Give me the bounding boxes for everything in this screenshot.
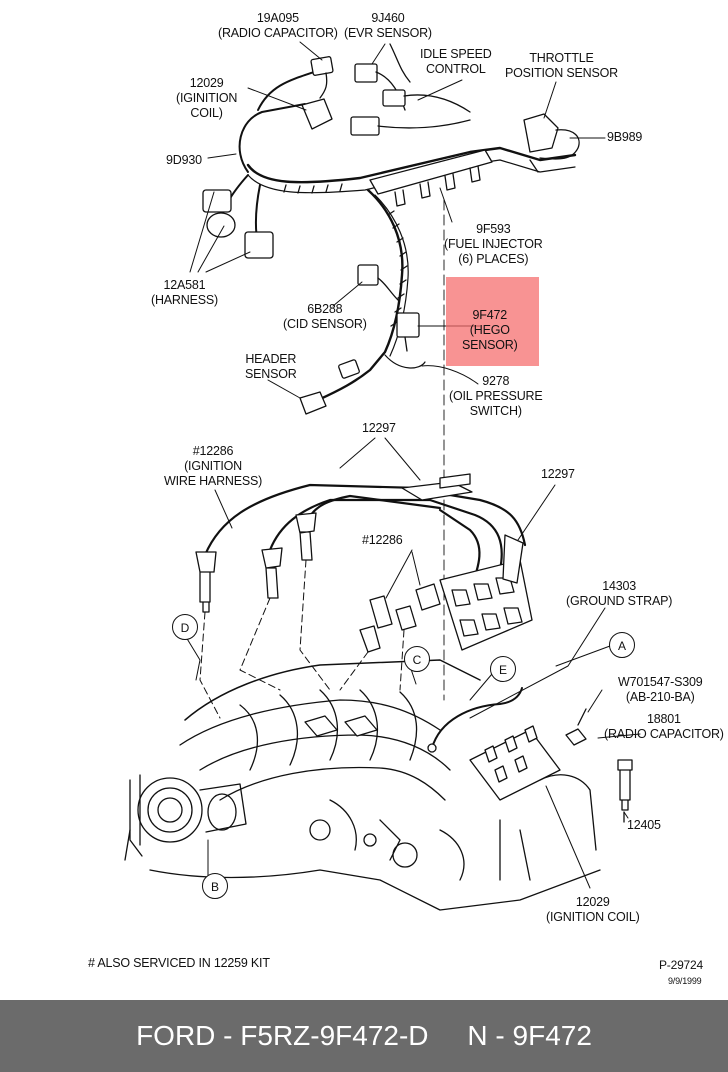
part-description: (GROUND STRAP) — [566, 594, 673, 608]
label-throttle-position-sensor: THROTTLE POSITION SENSOR — [505, 51, 618, 81]
label-w701547-bolt: W701547-S309 (AB-210-BA) — [618, 675, 703, 705]
part-number-footer: FORD - F5RZ-9F472-D N - 9F472 — [0, 1000, 728, 1072]
callout-c: C — [404, 646, 430, 672]
part-number: 18801 — [647, 712, 681, 726]
part-description: POSITION SENSOR — [505, 66, 618, 80]
part-description: (6) PLACES) — [458, 252, 529, 266]
label-ignition-coil-top: 12029 (IGINITION COIL) — [176, 76, 237, 121]
label-9b989: 9B989 — [607, 130, 643, 144]
label-oil-pressure-switch: 9278 (OIL PRESSURE SWITCH) — [449, 374, 543, 419]
part-description: WIRE HARNESS) — [164, 474, 263, 488]
figure-date: 9/9/1999 — [668, 976, 702, 986]
mid-leader-lines — [214, 437, 556, 599]
part-number: 12029 — [575, 895, 610, 909]
part-description: (CID SENSOR) — [283, 317, 367, 331]
label-12a581-harness: 12A581 (HARNESS) — [151, 278, 218, 308]
part-number: 12029 — [189, 76, 224, 90]
label-evr-sensor: 9J460 (EVR SENSOR) — [344, 11, 432, 41]
part-number: W701547-S309 — [618, 675, 703, 689]
part-description: (RADIO CAPACITOR) — [604, 727, 724, 741]
label-ignition-wire-harness: #12286 (IGNITION WIRE HARNESS) — [164, 444, 262, 489]
part-description: SENSOR — [245, 367, 297, 381]
part-description: COIL) — [190, 106, 223, 120]
label-fuel-injector: 9F593 (FUEL INJECTOR (6) PLACES) — [444, 222, 543, 267]
part-number: 12A581 — [163, 278, 206, 292]
part-number: 9J460 — [371, 11, 405, 25]
part-number: 14303 — [602, 579, 636, 593]
part-description: IDLE SPEED — [420, 47, 492, 61]
part-description: (IGINITION — [176, 91, 238, 105]
callout-b: B — [202, 873, 228, 899]
label-radio-capacitor-top: 19A095 (RADIO CAPACITOR) — [218, 11, 338, 41]
part-number: 9F593 — [476, 222, 511, 236]
label-header-sensor: HEADER SENSOR — [245, 352, 297, 382]
part-description: (OIL PRESSURE — [449, 389, 543, 403]
part-description: (IGNITION COIL) — [546, 910, 640, 924]
lower-leader-lines — [185, 559, 641, 889]
label-12286-mid: #12286 — [362, 533, 403, 547]
part-number: 9F472 — [472, 308, 508, 322]
label-ground-strap: 14303 (GROUND STRAP) — [566, 579, 672, 609]
part-description: SENSOR) — [462, 338, 518, 352]
hego-sensor-highlight — [446, 277, 539, 366]
part-number: 6B288 — [307, 302, 343, 316]
part-number: #12286 — [192, 444, 234, 458]
label-12297-top: 12297 — [362, 421, 396, 435]
label-radio-capacitor-bottom: 18801 (RADIO CAPACITOR) — [604, 712, 724, 742]
callout-e: E — [490, 656, 516, 682]
callout-d: D — [172, 614, 198, 640]
upper-wiring-harness — [202, 43, 580, 415]
part-description: SWITCH) — [469, 404, 522, 418]
part-description: (EVR SENSOR) — [344, 26, 432, 40]
part-description: (HEGO — [469, 323, 510, 337]
part-description: (HARNESS) — [151, 293, 218, 307]
label-cid-sensor: 6B288 (CID SENSOR) — [283, 302, 367, 332]
label-12405: 12405 — [627, 818, 661, 832]
label-9d930: 9D930 — [166, 153, 202, 167]
label-hego-sensor: 9F472 (HEGO SENSOR) — [462, 308, 518, 353]
part-description: CONTROL — [425, 62, 486, 76]
part-number: 9278 — [482, 374, 510, 388]
part-description: (FUEL INJECTOR — [444, 237, 543, 251]
part-description: (IGNITION — [184, 459, 243, 473]
figure-number: P-29724 — [659, 958, 703, 972]
label-ignition-coil-bottom: 12029 (IGNITION COIL) — [546, 895, 640, 925]
part-description: THROTTLE — [529, 51, 594, 65]
label-idle-speed-control: IDLE SPEED CONTROL — [420, 47, 492, 77]
engine-wiring-diagram — [124, 41, 641, 911]
part-description: (RADIO CAPACITOR) — [218, 26, 338, 40]
label-12297-right: 12297 — [541, 467, 575, 481]
part-number: 19A095 — [256, 11, 299, 25]
service-kit-note: # ALSO SERVICED IN 12259 KIT — [88, 956, 270, 970]
part-description: HEADER — [245, 352, 297, 366]
part-description: (AB-210-BA) — [625, 690, 695, 704]
ignition-wire-harness — [195, 473, 533, 653]
callout-a: A — [609, 632, 635, 658]
engine-block — [124, 659, 633, 911]
